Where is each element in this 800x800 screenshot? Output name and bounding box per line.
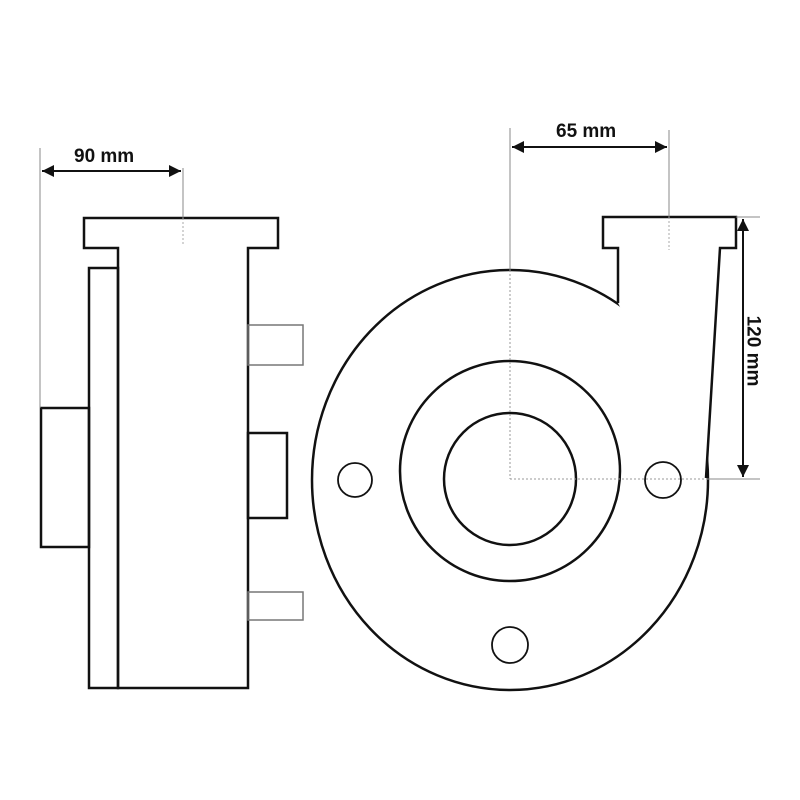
outlet-nozzle	[601, 215, 738, 479]
side-pin-top	[247, 324, 304, 366]
width-label: 90 mm	[74, 146, 135, 167]
mount-hole-left	[337, 462, 373, 498]
offset-label: 65 mm	[556, 121, 617, 142]
side-box-right	[246, 431, 289, 520]
side-pin-bottom	[247, 591, 304, 621]
side-left-box	[39, 406, 91, 549]
mount-hole-right	[644, 461, 682, 499]
height-label: 120 mm	[742, 315, 764, 387]
front-view	[310, 215, 738, 692]
side-view	[39, 216, 304, 690]
side-flange-body	[82, 216, 280, 690]
offset-dimension	[509, 128, 670, 479]
height-dimension	[510, 216, 760, 480]
width-dimension	[39, 148, 184, 408]
mount-hole-bottom	[491, 626, 529, 664]
middle-ring	[398, 359, 622, 583]
side-plate	[87, 266, 120, 690]
